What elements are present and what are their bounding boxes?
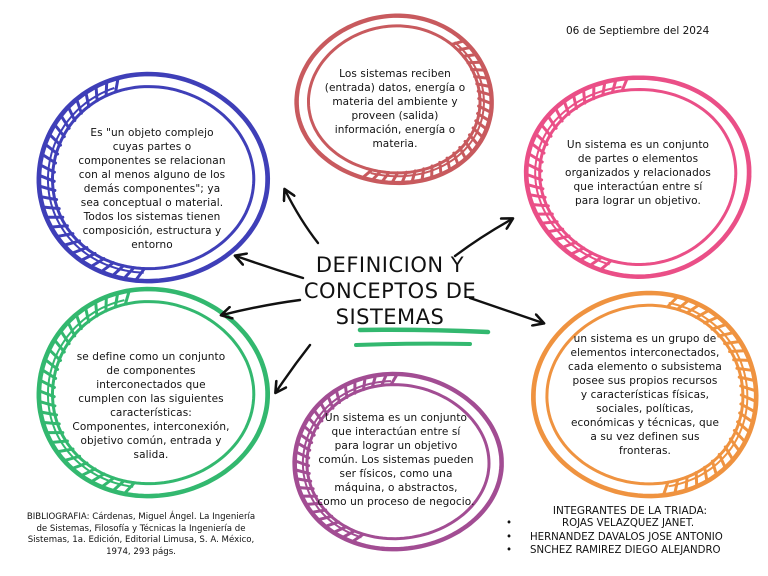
title-underline [357,327,491,335]
node-text-line: sea conceptual o material. [80,197,224,209]
node-text-line: Un sistema es un conjunto [566,139,710,151]
node-ring-bottom-left [36,286,271,499]
node-text-line: máquina, o abstractos, [334,482,458,494]
team-heading: INTEGRANTES DE LA TRIADA: [552,505,708,517]
node-text-line: ser físicos, como una [339,468,453,480]
arrow-to-top [285,190,320,245]
node-text-line: posee sus propios recursos [572,375,718,387]
node-bottom-left-text: se define como un conjunto de componentes… [66,350,236,462]
node-text-line: fronteras. [619,445,671,457]
node-text-line: para lograr un objetivo. [575,195,701,207]
arrow-to-bottom-left [222,298,302,315]
node-text-line: demás componentes"; ya [83,183,221,195]
node-top-left-text: Es "un objeto complejo cuyas partes o comp… [67,126,237,252]
main-title: DEFINICION Y CONCEPTOS DE SISTEMAS [290,252,490,330]
node-top-right-text: Un sistema es un conjunto de partes o ele… [553,138,723,208]
node-text-line: de partes o elementos [577,153,699,165]
team-member: HERNANDEZ DAVALOS JOSE ANTONIO [506,531,723,545]
node-text-line: y características físicas, [580,389,710,401]
node-text-line: proveen (salida) [351,110,439,122]
node-text-line: Componentes, interconexión, [72,421,230,433]
node-text-line: Un sistema es un conjunto [324,412,468,424]
node-text-line: interconectados que [96,379,206,391]
node-text-line: común. Los sistemas pueden [318,454,474,466]
arrow-to-top-left [236,256,305,280]
connector-arrows [222,190,543,392]
title-line-2: CONCEPTOS DE [303,279,477,303]
node-text-line: Es "un objeto complejo [90,127,214,139]
node-ring-top-left [36,71,271,284]
node-text-line: como un proceso de negocio. [317,496,475,508]
arrow-to-bottom-right [468,296,543,323]
title-underline [354,341,472,347]
node-text-line: componentes se relacionan [78,155,226,167]
node-text-line: composición, estructura y [82,225,222,237]
team-member: SNCHEZ RAMIREZ DIEGO ALEJANDRO [506,544,723,558]
node-text-line: económicas y técnicas, que [570,417,720,429]
node-text-line: para lograr un objetivo [334,440,458,452]
node-ring-bottom [292,371,504,552]
node-text-line: que interactúan entre sí [331,426,461,438]
node-text-line: Todos los sistemas tienen [83,211,221,223]
arrow-to-bottom [276,343,312,392]
node-text-line: salida. [133,449,169,461]
node-text-line: organizados y relacionados [565,167,711,179]
date-label: 06 de Septiembre del 2024 [566,25,710,37]
title-line-1: DEFINICION Y [315,253,465,277]
node-text-line: objetivo común, entrada y [80,435,222,447]
node-text-line: que interactúan entre sí [573,181,703,193]
node-ring-bottom-right [531,290,759,499]
node-text-line: información, energía o [334,124,456,136]
node-text-line: a su vez definen sus [590,431,700,443]
node-text-line: entorno [131,239,173,251]
node-text-line: Los sistemas reciben [339,68,451,80]
node-text-line: materia. [372,138,418,150]
node-text-line: elementos interconectados, [570,347,720,359]
node-top-text: Los sistemas reciben (entrada) datos, ene… [310,67,480,151]
node-text-line: características: [110,407,192,419]
node-bottom-text: Un sistema es un conjunto que interactúan… [307,411,485,509]
team-list: ROJAS VELAZQUEZ JANET. HERNANDEZ DAVALOS… [506,517,723,558]
node-ring-top-right [523,75,752,279]
node-text-line: cada elemento o subsistema [568,361,722,373]
node-text-line: de componentes [106,365,196,377]
node-text-line: (entrada) datos, energía o [324,82,466,94]
node-text-line: cumplen con las siguientes [78,393,224,405]
title-line-3: SISTEMAS [335,305,445,329]
node-text-line: se define como un conjunto [76,351,226,363]
node-text-line: sociales, políticas, [596,403,694,415]
bibliography: BIBLIOGRAFIA: Cárdenas, Miguel Ángel. La… [26,512,256,557]
node-text-line: cuyas partes o [112,141,192,153]
team-member: ROJAS VELAZQUEZ JANET. [506,517,723,531]
node-bottom-right-text: un sistema es un grupo de elementos inter… [560,332,730,458]
node-text-line: materia del ambiente y [332,96,458,108]
arrow-to-top-right [453,219,512,258]
node-text-line: un sistema es un grupo de [573,333,717,345]
node-text-line: con al menos alguno de los [78,169,226,181]
node-ring-top [294,13,494,186]
